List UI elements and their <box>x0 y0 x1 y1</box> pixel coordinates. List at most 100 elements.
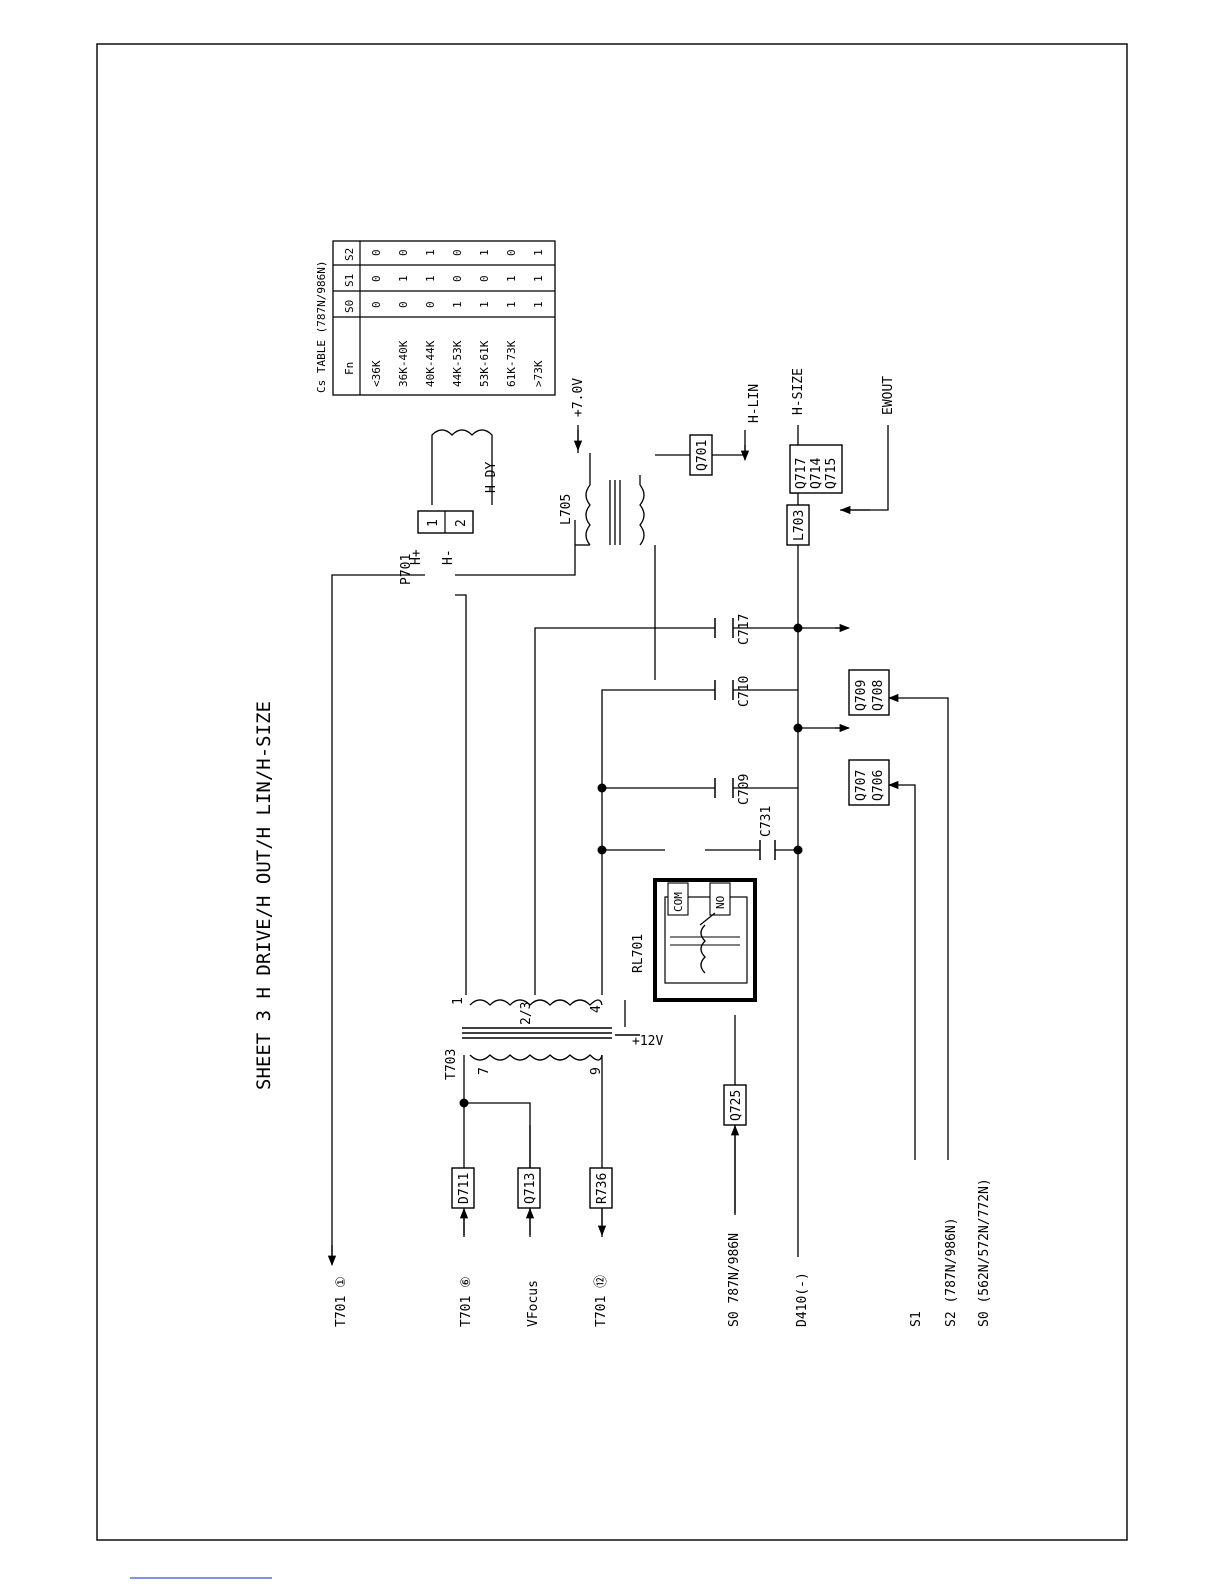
svg-text:1: 1 <box>426 519 441 527</box>
cs-table-header-fn: Fn <box>343 362 356 375</box>
cs-table-cell-r3-c2: 0 <box>451 275 464 282</box>
svg-text:C709: C709 <box>737 774 752 805</box>
svg-text:H+: H+ <box>409 549 424 565</box>
cs-table-cell-r1-c0: 36K-40K <box>397 340 410 387</box>
c731-cap: C731 <box>759 806 776 860</box>
cs-table-cell-r0-c2: 0 <box>370 275 383 282</box>
svg-text:7: 7 <box>477 1067 492 1075</box>
r736-box: R736 <box>589 1167 613 1209</box>
cs-table-cell-r1-c1: 0 <box>397 301 410 308</box>
svg-text:2: 2 <box>454 519 469 527</box>
p701-connector: P701 1 2 H+ H- <box>399 510 474 585</box>
d711-box: D711 <box>451 1167 475 1209</box>
cs-table-cell-r2-c3: 1 <box>424 249 437 256</box>
wiring <box>331 425 949 1257</box>
t703-transformer: T703 7 9 1 2/3 4 <box>444 997 612 1080</box>
cs-table-rows: <36K 0 0 0 36K-40K 0 1 0 40K-44K 0 1 1 44K-53K 1 0 0 53K… <box>370 249 545 387</box>
svg-text:COM: COM <box>672 892 685 912</box>
l705-transformer: L705 <box>559 453 645 546</box>
svg-text:Q708: Q708 <box>871 680 886 711</box>
cs-table-header-s0: S0 <box>343 300 356 313</box>
cs-table-cell-r6-c3: 1 <box>532 249 545 256</box>
label-plus7v: +7.0V <box>571 378 586 417</box>
label-d410: D410(-) <box>795 1272 810 1327</box>
c709-cap: C709 <box>714 774 752 805</box>
label-s0-787: S0 787N/986N <box>727 1233 742 1327</box>
svg-text:L703: L703 <box>792 510 807 541</box>
svg-text:9: 9 <box>589 1067 604 1075</box>
svg-text:R736: R736 <box>595 1173 610 1204</box>
cs-table: Fn S0 S1 S2 <box>332 240 556 396</box>
label-t701-1: T701 ① <box>334 1276 349 1327</box>
svg-text:Q713: Q713 <box>523 1173 538 1204</box>
cs-table-cell-r3-c1: 1 <box>451 301 464 308</box>
c710-cap: C710 <box>714 676 752 707</box>
cs-table-cell-r5-c3: 0 <box>505 249 518 256</box>
cs-table-cell-r4-c2: 0 <box>478 275 491 282</box>
svg-text:H-: H- <box>441 549 456 565</box>
label-t701-6: T701 ⑥ <box>459 1276 474 1327</box>
cs-table-cell-r4-c1: 1 <box>478 301 491 308</box>
svg-text:P701: P701 <box>399 554 414 585</box>
q717-q714-q715-box: Q717 Q714 Q715 <box>789 444 843 494</box>
cs-table-header-s2: S2 <box>343 248 356 261</box>
svg-text:+12V: +12V <box>632 1034 663 1049</box>
q725-box: Q725 <box>723 1084 747 1126</box>
label-s2: S2 (787N/986N) <box>944 1217 959 1327</box>
svg-text:NO: NO <box>714 896 727 909</box>
svg-text:Q714: Q714 <box>809 458 824 489</box>
label-s1: S1 <box>909 1311 924 1327</box>
label-t701-12: T701 ⑫ <box>594 1275 609 1327</box>
label-s0-562: S0 (562N/572N/772N) <box>977 1178 992 1327</box>
svg-text:D711: D711 <box>457 1173 472 1204</box>
svg-text:Q707: Q707 <box>854 770 869 801</box>
sheet-title: SHEET 3 H DRIVE/H OUT/H LIN/H-SIZE <box>253 701 275 1090</box>
svg-text:L705: L705 <box>559 494 574 525</box>
svg-text:1: 1 <box>451 997 466 1005</box>
svg-text:C717: C717 <box>737 614 752 645</box>
cs-table-cell-r6-c2: 1 <box>532 275 545 282</box>
cs-table-cell-r1-c3: 0 <box>397 249 410 256</box>
svg-text:Q715: Q715 <box>824 458 839 489</box>
svg-text:Q717: Q717 <box>794 458 809 489</box>
hdy-coil: H DY <box>431 429 499 505</box>
cs-table-cell-r2-c1: 0 <box>424 301 437 308</box>
label-vfocus: VFocus <box>526 1280 541 1327</box>
cs-table-cell-r0-c3: 0 <box>370 249 383 256</box>
svg-text:T703: T703 <box>444 1049 459 1080</box>
label-hlin: H-LIN <box>747 384 762 423</box>
svg-text:C731: C731 <box>759 806 774 837</box>
q701-box: Q701 <box>689 434 713 476</box>
rotated-schematic: SHEET 3 H DRIVE/H OUT/H LIN/H-SIZE Cs TA… <box>253 240 992 1327</box>
cs-table-cell-r5-c1: 1 <box>505 301 518 308</box>
plus12v-supply: +12V <box>615 1034 663 1049</box>
q713-box: Q713 <box>517 1167 541 1209</box>
label-hsize: H-SIZE <box>791 368 806 415</box>
cs-table-cell-r5-c2: 1 <box>505 275 518 282</box>
cs-table-cell-r2-c0: 40K-44K <box>424 340 437 387</box>
cs-table-cell-r5-c0: 61K-73K <box>505 340 518 387</box>
svg-text:RL701: RL701 <box>631 934 646 973</box>
q709-q708-box: Q709 Q708 <box>848 669 890 716</box>
label-ewout: EWOUT <box>881 376 896 415</box>
cs-table-header-s1: S1 <box>343 274 356 287</box>
l703-box: L703 <box>786 504 810 546</box>
cs-table-cell-r4-c0: 53K-61K <box>478 340 491 387</box>
cs-table-cell-r6-c1: 1 <box>532 301 545 308</box>
c717-cap: C717 <box>714 614 752 645</box>
svg-text:Q701: Q701 <box>695 440 710 471</box>
cs-table-cell-r3-c3: 0 <box>451 249 464 256</box>
cs-table-cell-r3-c0: 44K-53K <box>451 340 464 387</box>
cs-table-cell-r4-c3: 1 <box>478 249 491 256</box>
svg-text:Q709: Q709 <box>854 680 869 711</box>
svg-text:2/3: 2/3 <box>519 1002 534 1025</box>
cs-table-cell-r2-c2: 1 <box>424 275 437 282</box>
cs-table-cell-r6-c0: >73K <box>532 360 545 387</box>
rl701-relay: RL701 COM NO <box>631 878 757 1002</box>
page-frame <box>96 43 1128 1541</box>
cs-table-cell-r0-c1: 0 <box>370 301 383 308</box>
q707-q706-box: Q707 Q706 <box>848 759 890 806</box>
cs-table-cell-r0-c0: <36K <box>370 360 383 387</box>
svg-text:4: 4 <box>589 1005 604 1013</box>
